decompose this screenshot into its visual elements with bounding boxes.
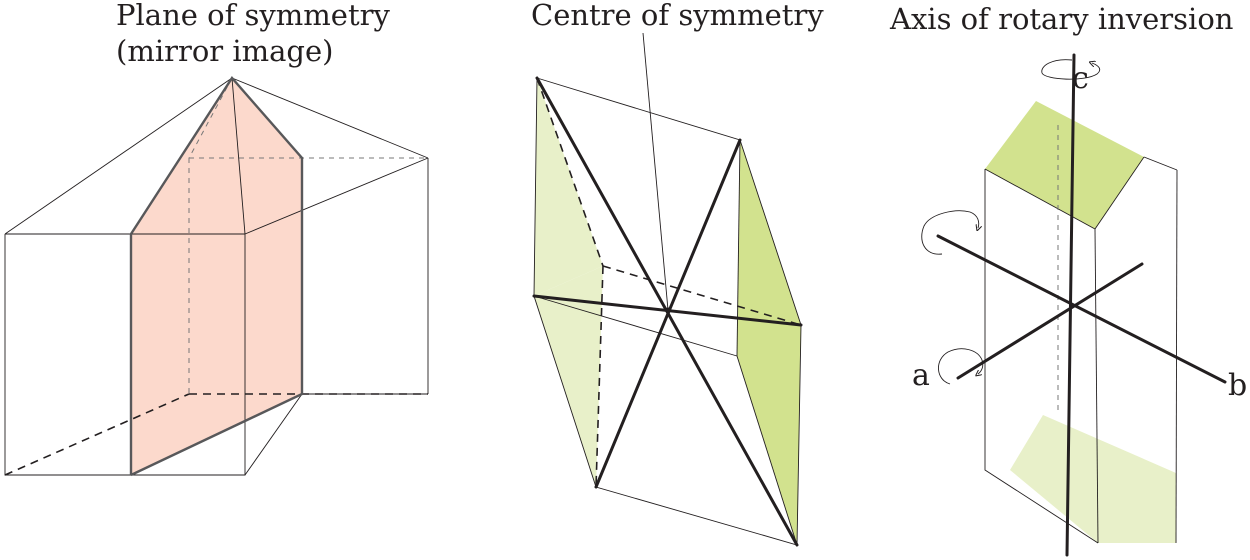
left-face-upper xyxy=(534,78,603,296)
a-axis xyxy=(956,262,1144,380)
axis-title: Axis of rotary inversion xyxy=(890,2,1234,36)
plane-of-symmetry-figure xyxy=(4,76,429,477)
b-axis xyxy=(936,234,1227,384)
mirror-plane xyxy=(131,78,302,475)
c-rotation-arrow xyxy=(1041,59,1101,80)
b-rotation-arrow xyxy=(921,210,979,255)
bottom-face xyxy=(1010,415,1176,543)
centre-title: Centre of symmetry xyxy=(531,0,824,32)
left-face-lower xyxy=(534,266,603,487)
axis-label-b: b xyxy=(1228,368,1247,403)
a-rotation-arrow xyxy=(938,348,984,385)
top-face xyxy=(985,101,1144,229)
rotary-inversion-figure: c a b xyxy=(912,53,1247,557)
centre-point xyxy=(665,307,671,313)
right-face xyxy=(737,140,801,545)
plane-title-line2: (mirror image) xyxy=(116,34,334,68)
axis-label-a: a xyxy=(912,358,930,393)
plane-title-line1: Plane of symmetry xyxy=(116,0,390,32)
axis-label-c: c xyxy=(1072,61,1089,96)
centre-of-symmetry-figure xyxy=(532,32,803,547)
